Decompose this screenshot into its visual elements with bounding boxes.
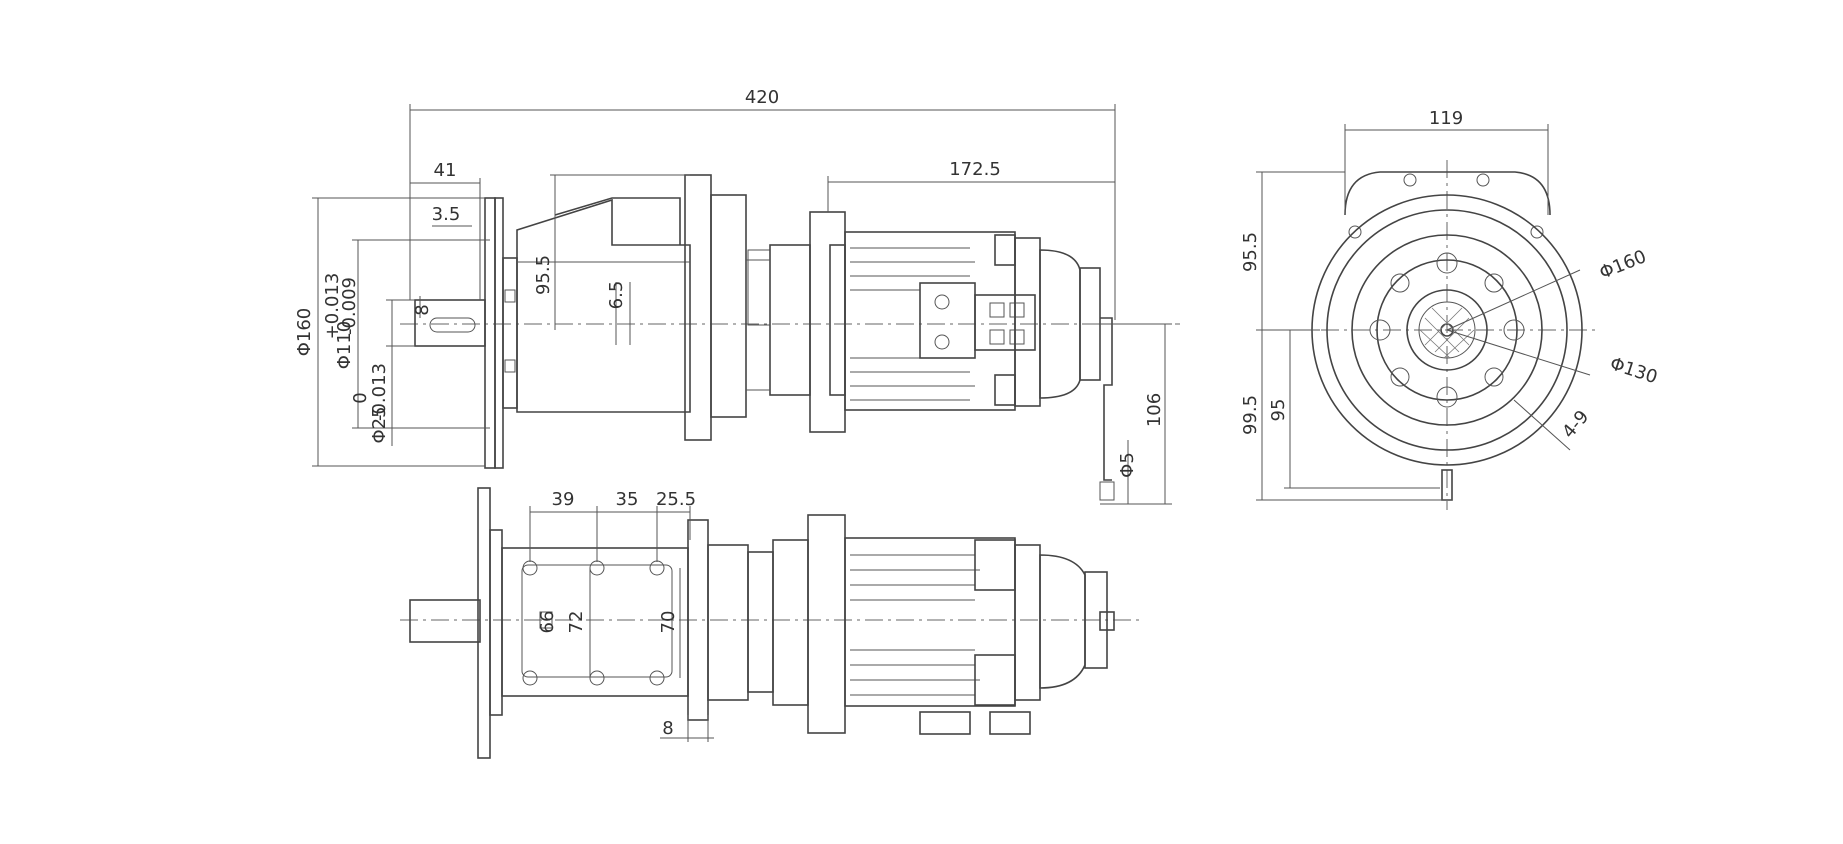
- end-hub: [1406, 289, 1488, 371]
- end-view-dimensions: 119 95.5 99.5 95 Φ160 Φ130 4-9: [1240, 108, 1660, 501]
- dim-pilot-dia: Φ110: [334, 321, 355, 370]
- dim-shaft-length: 41: [434, 160, 457, 181]
- dim-key-width: 8: [412, 304, 433, 315]
- motor-corner-a: [994, 234, 1016, 266]
- dim-gear-offset: 6.5: [606, 281, 627, 310]
- end-view: [1290, 160, 1600, 510]
- dim-height-72: 72: [566, 611, 587, 634]
- end-shaft-center: [1440, 323, 1454, 337]
- motor-corner-b: [994, 374, 1016, 406]
- top-connector: [989, 711, 1031, 735]
- top-flange-step: [489, 529, 503, 716]
- motor-cooling-fins: [850, 247, 975, 401]
- dim-height-70: 70: [658, 611, 679, 634]
- end-pilot: [1376, 259, 1518, 401]
- adaptor-body: [747, 249, 771, 326]
- top-motor-fins: [850, 554, 980, 696]
- side-view-dimensions: 420 41 3.5 8 Φ160 Φ110 +0.013 -0.009 Φ25…: [294, 87, 1172, 505]
- top-motor-flange: [807, 514, 846, 734]
- dim-lever-dia: Φ5: [1117, 452, 1138, 478]
- dim-hole-pitch-3: 25.5: [656, 489, 696, 510]
- connector-pin-a: [989, 302, 1005, 318]
- dim-end-lower-total: 99.5: [1240, 395, 1261, 435]
- dim-brake-height: 106: [1144, 393, 1165, 427]
- top-output-shaft: [409, 599, 481, 643]
- middle-flange-hub: [710, 194, 747, 418]
- terminal-screw-b: [934, 334, 950, 350]
- top-adaptor-ring: [772, 539, 809, 706]
- motor-body: [844, 231, 1016, 411]
- connector-block: [974, 294, 1036, 351]
- side-view: [400, 174, 1180, 501]
- top-view: [400, 487, 1140, 759]
- dim-end-upper: 95.5: [1240, 232, 1261, 272]
- top-motor-corner-a: [974, 539, 1016, 591]
- connector-pin-d: [1009, 329, 1025, 345]
- top-gear-vent: [539, 611, 553, 629]
- end-bracket-hole-d: [1530, 225, 1544, 239]
- adaptor-ring: [769, 244, 811, 396]
- dim-pilot-tol-lower: -0.009: [339, 277, 360, 335]
- middle-flange: [684, 174, 712, 441]
- brake-housing: [1014, 237, 1041, 407]
- gearbox-housing: [516, 198, 691, 413]
- dim-overall-length: 420: [745, 87, 779, 108]
- dim-shaft-tol-upper: 0: [350, 392, 371, 403]
- output-flange-face: [494, 197, 504, 469]
- end-knurl-hatch: [1419, 307, 1475, 359]
- shaft-keyway: [429, 317, 476, 333]
- end-bolt-circle-160: [1351, 234, 1543, 426]
- gear-housing-step: [502, 257, 518, 409]
- end-mount-bracket: [1344, 171, 1551, 216]
- housing-bolt-b: [504, 359, 516, 373]
- gearbox-upper-line: [554, 197, 681, 245]
- dim-gear-center-height: 95.5: [533, 255, 554, 295]
- top-brake-cover: [1039, 554, 1086, 689]
- top-gear-pocket: [521, 564, 673, 678]
- dim-bolt-circle-130: Φ130: [1607, 353, 1660, 388]
- end-bracket-hole-b: [1476, 173, 1490, 187]
- top-terminal-box: [919, 711, 971, 735]
- release-lever: [1100, 317, 1113, 481]
- top-brake-housing: [1014, 544, 1041, 701]
- end-shaft-knurl: [1418, 301, 1476, 359]
- end-bracket-hole-c: [1348, 225, 1362, 239]
- dim-hole-pitch-2: 35: [616, 489, 639, 510]
- motor-flange-spigot: [829, 244, 846, 396]
- dim-flange-thk: 8: [662, 718, 673, 739]
- dim-holes: 4-9: [1558, 406, 1593, 442]
- top-view-dimensions: 39 35 25.5 66 72 70 8: [529, 489, 714, 742]
- dim-end-width: 119: [1429, 108, 1463, 129]
- connector-pin-b: [1009, 302, 1025, 318]
- end-mounting-holes: [1369, 252, 1525, 408]
- dim-bolt-circle-160: Φ160: [1597, 246, 1650, 284]
- dim-shaft-tol-lower: -0.013: [369, 363, 390, 421]
- connector-pin-c: [989, 329, 1005, 345]
- top-motor-corner-b: [974, 654, 1016, 706]
- top-release-knob: [1099, 611, 1115, 631]
- top-middle-hub: [707, 544, 749, 701]
- terminal-screw-a: [934, 294, 950, 310]
- end-housing-rim: [1326, 209, 1568, 451]
- dim-shaft-dia: Φ25: [369, 406, 390, 443]
- dim-shaft-shoulder: 3.5: [432, 204, 461, 225]
- dim-end-lower: 95: [1268, 399, 1289, 422]
- release-lever-knob: [1099, 481, 1115, 501]
- dim-flange-dia: Φ160: [294, 308, 315, 357]
- top-brake-cap: [1084, 571, 1108, 669]
- top-motor-body: [844, 537, 1016, 707]
- dim-height-66: 66: [537, 611, 558, 634]
- dim-pilot-tol-upper: +0.013: [322, 273, 343, 340]
- dim-motor-length: 172.5: [949, 159, 1001, 180]
- housing-bolt-a: [504, 289, 516, 303]
- dim-hole-pitch-1: 39: [552, 489, 575, 510]
- top-adaptor: [747, 551, 774, 693]
- end-bracket-hole-a: [1403, 173, 1417, 187]
